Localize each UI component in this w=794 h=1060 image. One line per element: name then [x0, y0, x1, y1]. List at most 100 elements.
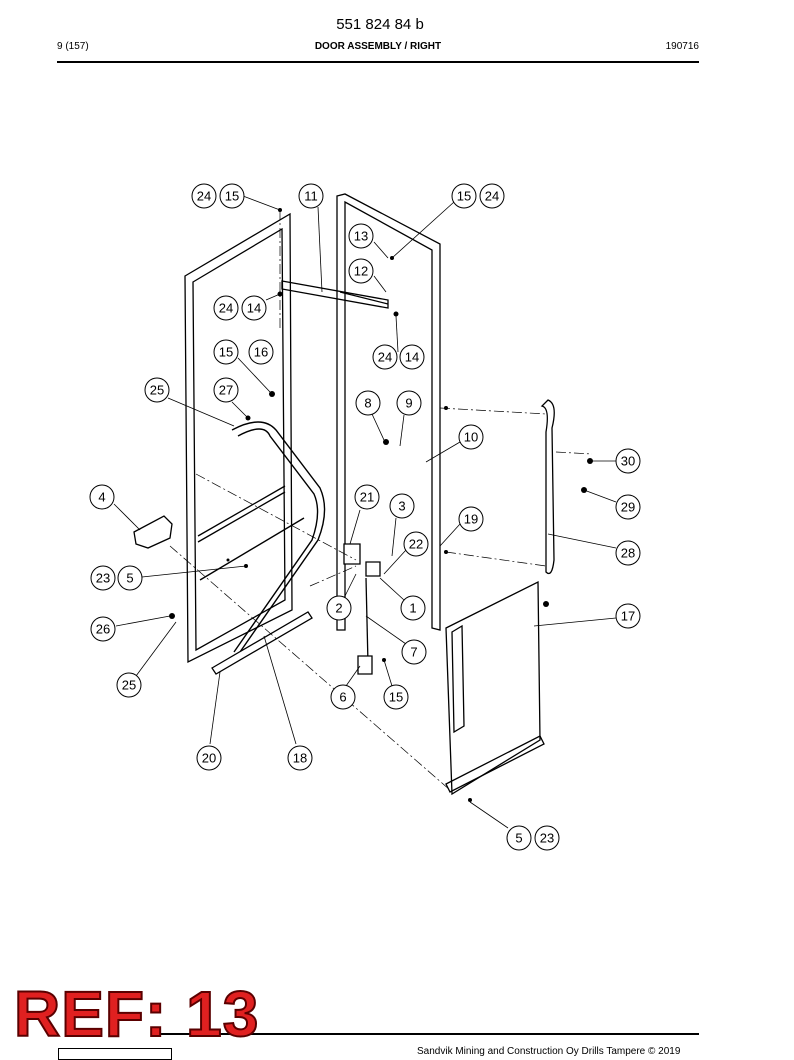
- svg-text:12: 12: [354, 264, 368, 279]
- callout-30: 30: [615, 448, 641, 474]
- svg-text:24: 24: [219, 301, 233, 316]
- callout-29: 29: [615, 494, 641, 520]
- svg-text:15: 15: [225, 189, 239, 204]
- svg-text:7: 7: [410, 645, 417, 660]
- fasteners: [169, 208, 593, 802]
- bottom-bar: [212, 612, 312, 674]
- lower-panel: [446, 582, 544, 794]
- callout-17: 17: [615, 603, 641, 629]
- callout-24: 24: [479, 183, 505, 209]
- callout-13: 13: [348, 223, 374, 249]
- callout-11: 11: [298, 183, 324, 209]
- svg-text:13: 13: [354, 229, 368, 244]
- svg-text:1: 1: [409, 601, 416, 616]
- svg-text:30: 30: [621, 454, 635, 469]
- svg-text:28: 28: [621, 546, 635, 561]
- callout-19: 19: [458, 506, 484, 532]
- callout-15: 15: [219, 183, 245, 209]
- callout-25: 25: [144, 377, 170, 403]
- svg-text:25: 25: [150, 383, 164, 398]
- callout-14: 14: [399, 344, 425, 370]
- callout-25: 25: [116, 672, 142, 698]
- callout-3: 3: [389, 493, 415, 519]
- svg-text:15: 15: [457, 189, 471, 204]
- svg-text:24: 24: [197, 189, 211, 204]
- callout-6: 6: [330, 684, 356, 710]
- footer-copyright: Sandvik Mining and Construction Oy Drill…: [417, 1046, 681, 1057]
- callout-10: 10: [458, 424, 484, 450]
- callout-14: 14: [241, 295, 267, 321]
- svg-text:25: 25: [122, 678, 136, 693]
- callout-12: 12: [348, 258, 374, 284]
- callout-7: 7: [401, 639, 427, 665]
- callout-24: 24: [213, 295, 239, 321]
- callout-28: 28: [615, 540, 641, 566]
- grab-handle: [542, 400, 554, 574]
- door-handle-rail: [200, 422, 325, 652]
- svg-text:18: 18: [293, 751, 307, 766]
- callout-8: 8: [355, 390, 381, 416]
- ref-stamp: REF: 13: [13, 978, 260, 1050]
- svg-text:8: 8: [364, 396, 371, 411]
- callout-24: 24: [372, 344, 398, 370]
- callout-15: 15: [213, 339, 239, 365]
- svg-text:5: 5: [126, 571, 133, 586]
- svg-text:24: 24: [485, 189, 499, 204]
- svg-text:19: 19: [464, 512, 478, 527]
- svg-text:21: 21: [360, 490, 374, 505]
- svg-text:6: 6: [339, 690, 346, 705]
- svg-text:5: 5: [515, 831, 522, 846]
- assembly-lines: [169, 210, 593, 791]
- svg-text:2: 2: [335, 601, 342, 616]
- callout-5: 5: [117, 565, 143, 591]
- document-number: 551 824 84 b: [336, 16, 424, 33]
- callout-23: 23: [90, 565, 116, 591]
- callout-24: 24: [191, 183, 217, 209]
- svg-text:14: 14: [405, 350, 419, 365]
- callout-5: 5: [506, 825, 532, 851]
- latch-bracket: [134, 516, 172, 548]
- svg-text:22: 22: [409, 537, 423, 552]
- svg-text:11: 11: [304, 189, 318, 204]
- svg-text:3: 3: [398, 499, 405, 514]
- svg-text:27: 27: [219, 383, 233, 398]
- svg-text:26: 26: [96, 622, 110, 637]
- gas-strut: [282, 281, 388, 308]
- callout-26: 26: [90, 616, 116, 642]
- callout-15: 15: [451, 183, 477, 209]
- svg-text:15: 15: [219, 345, 233, 360]
- leader-lines: [113, 195, 617, 829]
- svg-text:29: 29: [621, 500, 635, 515]
- door-frame: [185, 214, 292, 662]
- revision-date: 190716: [665, 41, 699, 52]
- callout-21: 21: [354, 484, 380, 510]
- svg-text:23: 23: [96, 571, 110, 586]
- callout-23: 23: [534, 825, 560, 851]
- callout-2: 2: [326, 595, 352, 621]
- page-title: DOOR ASSEMBLY / RIGHT: [314, 41, 442, 52]
- footer-rule: [160, 1033, 699, 1035]
- svg-text:16: 16: [254, 345, 268, 360]
- lock-rod: [344, 544, 380, 674]
- svg-text:4: 4: [98, 490, 105, 505]
- callout-9: 9: [396, 390, 422, 416]
- callout-4: 4: [89, 484, 115, 510]
- callout-20: 20: [196, 745, 222, 771]
- svg-text:23: 23: [540, 831, 554, 846]
- svg-text:9: 9: [405, 396, 412, 411]
- callout-27: 27: [213, 377, 239, 403]
- callout-15: 15: [383, 684, 409, 710]
- svg-text:14: 14: [247, 301, 261, 316]
- svg-text:20: 20: [202, 751, 216, 766]
- svg-text:10: 10: [464, 430, 478, 445]
- callout-1: 1: [400, 595, 426, 621]
- door-seal: [337, 194, 440, 630]
- page-number: 9 (157): [57, 41, 89, 52]
- svg-text:15: 15: [389, 690, 403, 705]
- callout-18: 18: [287, 745, 313, 771]
- svg-text:17: 17: [621, 609, 635, 624]
- callout-16: 16: [248, 339, 274, 365]
- header-rule: [57, 61, 699, 63]
- callout-22: 22: [403, 531, 429, 557]
